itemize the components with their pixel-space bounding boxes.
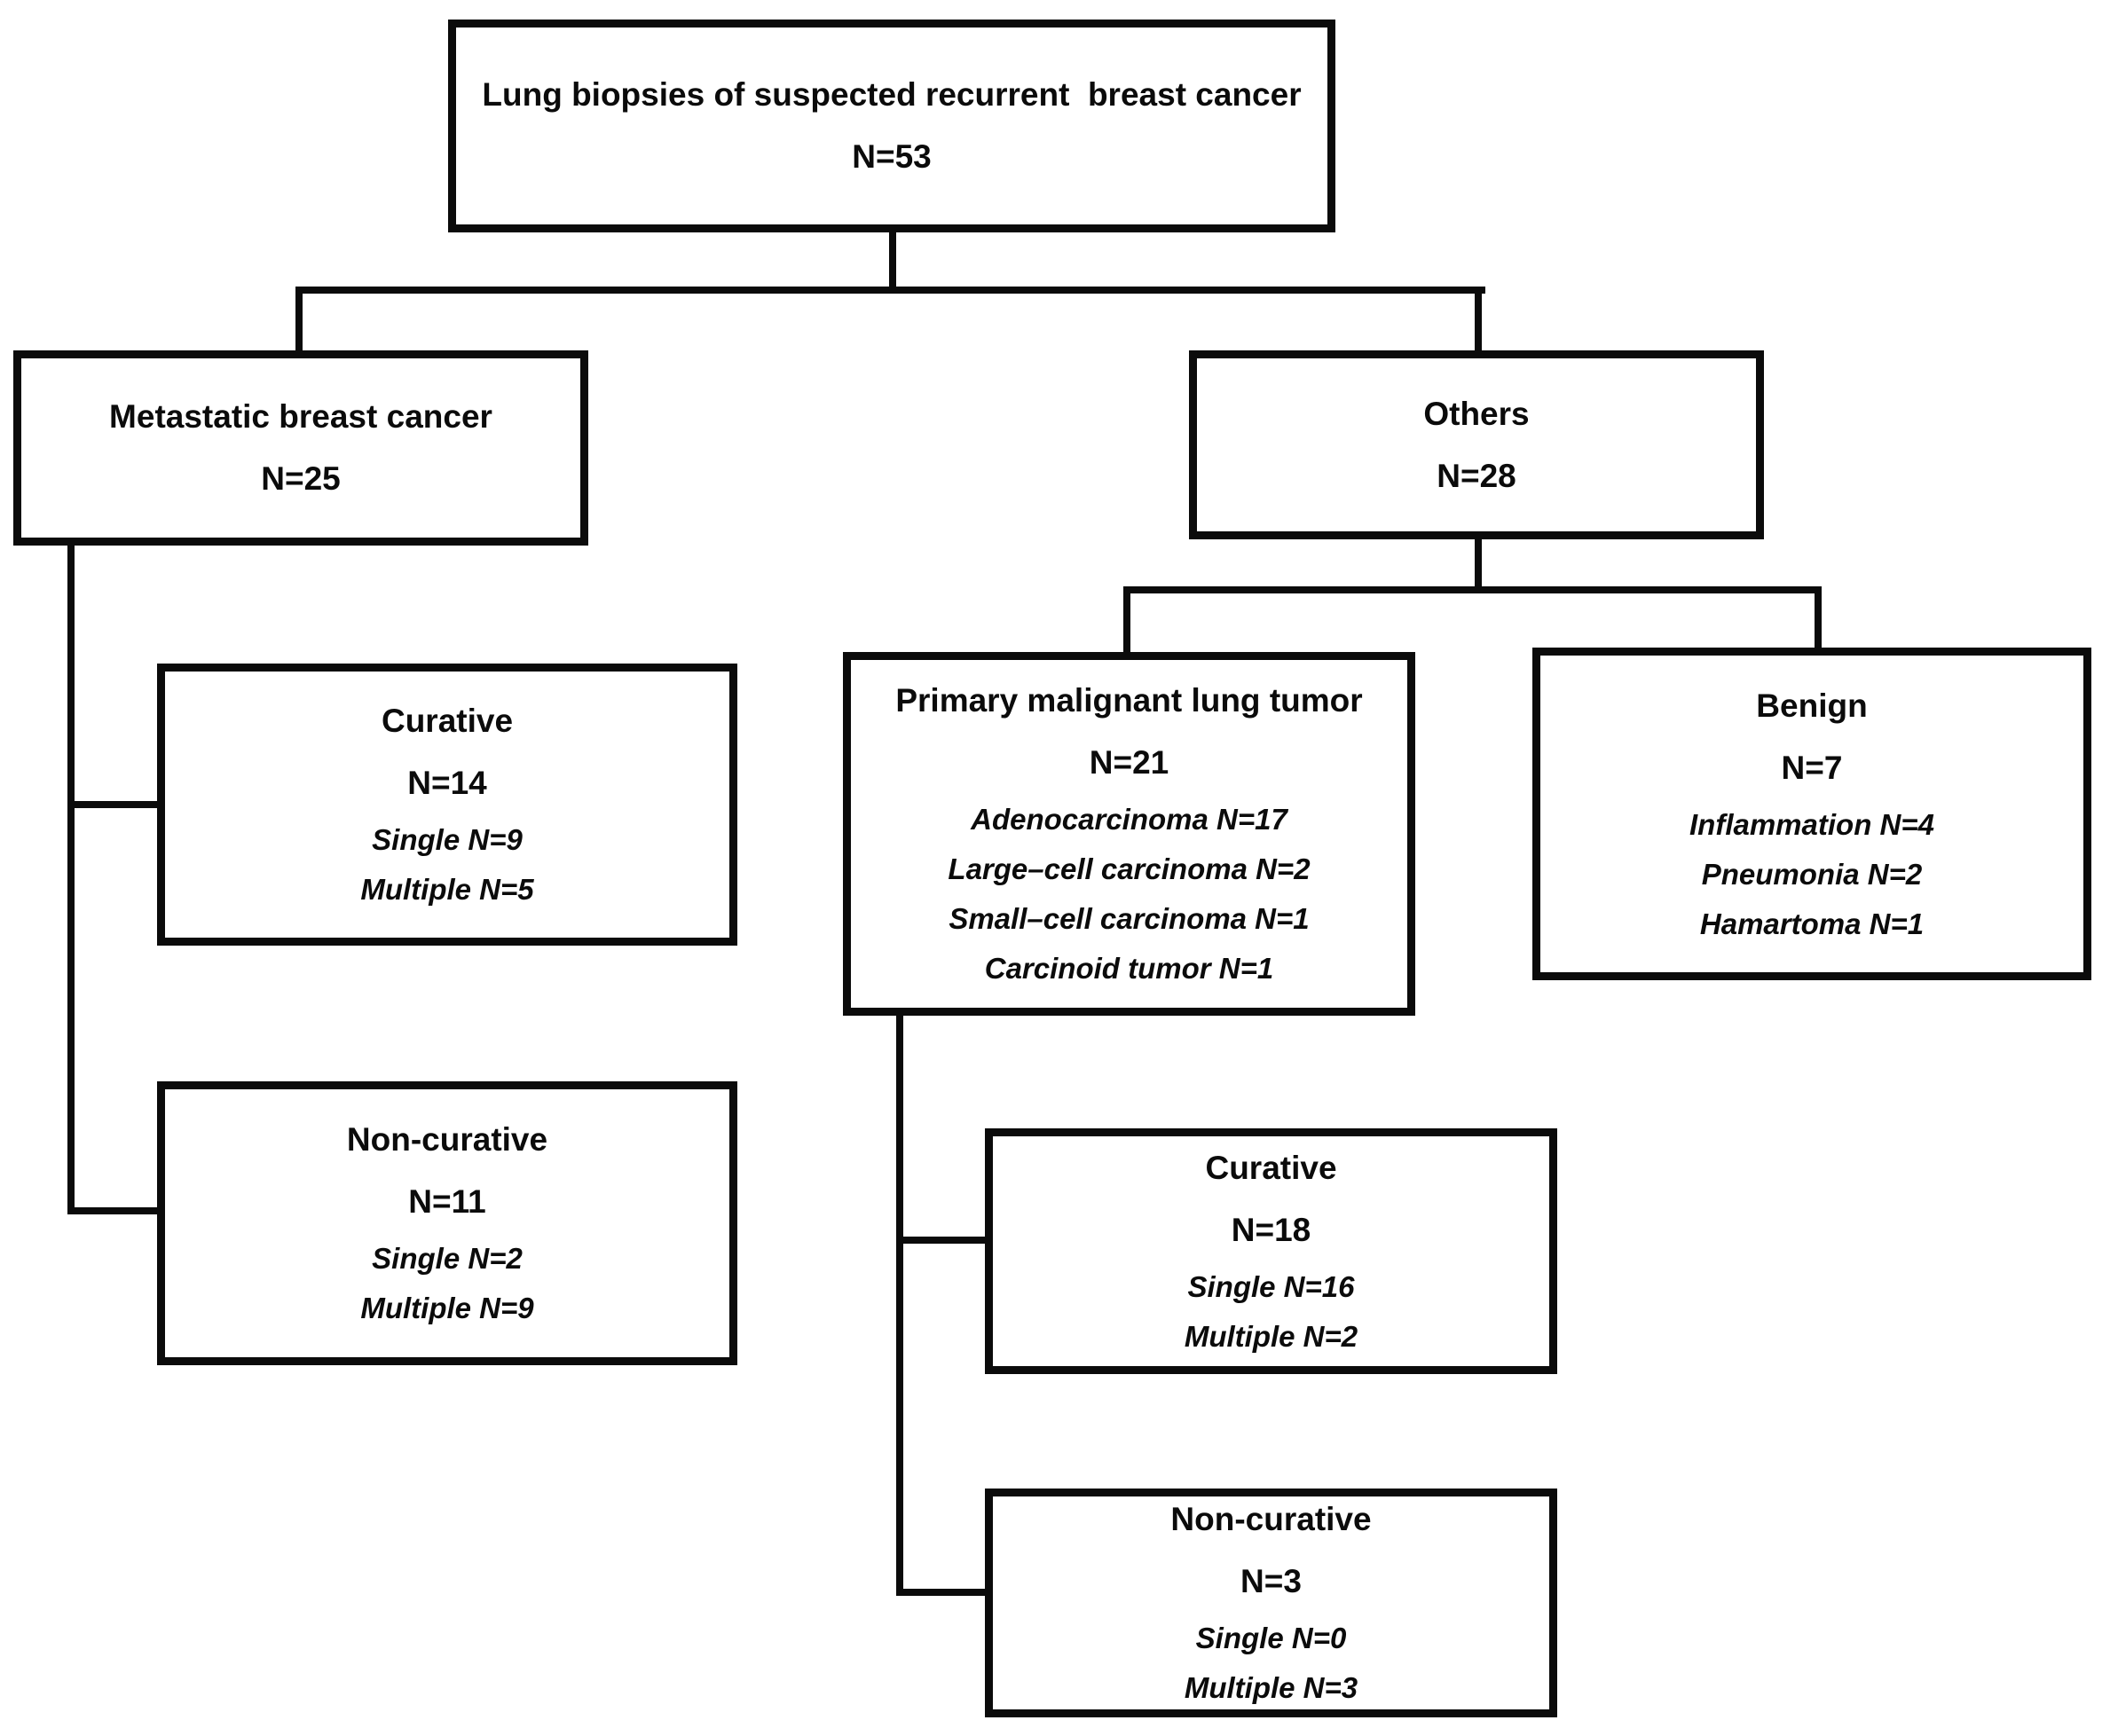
connector-metastatic-spine xyxy=(67,544,75,1214)
node-curative-primary-count: N=18 xyxy=(1231,1211,1311,1248)
node-noncurative-primary-title: Non-curative xyxy=(1170,1501,1372,1537)
node-benign-count: N=7 xyxy=(1781,749,1843,786)
node-others-title: Others xyxy=(1423,395,1530,432)
node-noncurative-metastatic: Non-curative N=11 Single N=2 Multiple N=… xyxy=(157,1081,737,1365)
node-primary-malignant-count: N=21 xyxy=(1089,744,1169,781)
connector-primary-spine xyxy=(896,1014,903,1596)
node-noncurative-metastatic-details: Single N=2 Multiple N=9 xyxy=(360,1236,533,1331)
detail-line: Multiple N=2 xyxy=(1184,1319,1358,1353)
connector-others-drop xyxy=(1475,287,1482,354)
node-metastatic-title: Metastatic breast cancer xyxy=(109,398,492,435)
node-others: Others N=28 xyxy=(1189,350,1764,539)
detail-line: Adenocarcinoma N=17 xyxy=(971,803,1287,836)
connector-level1-horizontal xyxy=(295,287,1485,294)
detail-line: Pneumonia N=2 xyxy=(1701,857,1923,891)
node-curative-primary-title: Curative xyxy=(1205,1149,1337,1186)
detail-line: Large–cell carcinoma N=2 xyxy=(948,852,1311,885)
node-noncurative-primary-details: Single N=0 Multiple N=3 xyxy=(1185,1615,1358,1711)
detail-line: Multiple N=5 xyxy=(360,873,534,906)
detail-line: Multiple N=9 xyxy=(360,1292,534,1324)
node-curative-metastatic-count: N=14 xyxy=(407,765,487,801)
node-noncurative-metastatic-title: Non-curative xyxy=(346,1121,548,1158)
detail-line: Single N=9 xyxy=(372,823,523,856)
connector-noncurative-primary-stub xyxy=(896,1589,987,1596)
connector-others-stem xyxy=(1475,538,1482,592)
node-curative-metastatic: Curative N=14 Single N=9 Multiple N=5 xyxy=(157,664,737,946)
node-root-count: N=53 xyxy=(852,138,932,175)
connector-root-stem xyxy=(889,231,896,294)
detail-line: Multiple N=3 xyxy=(1184,1671,1358,1704)
connector-primary-drop xyxy=(1123,586,1130,654)
node-curative-primary: Curative N=18 Single N=16 Multiple N=2 xyxy=(985,1128,1557,1374)
node-curative-metastatic-details: Single N=9 Multiple N=5 xyxy=(360,817,533,913)
connector-curative-primary-stub xyxy=(896,1237,987,1244)
node-metastatic: Metastatic breast cancer N=25 xyxy=(13,350,588,546)
node-noncurative-primary-count: N=3 xyxy=(1240,1563,1302,1599)
node-metastatic-count: N=25 xyxy=(261,460,341,497)
connector-level2-horizontal xyxy=(1123,586,1822,593)
connector-metastatic-drop xyxy=(295,287,303,354)
node-benign-details: Inflammation N=4 Pneumonia N=2 Hamartoma… xyxy=(1689,802,1934,947)
detail-line: Small–cell carcinoma N=1 xyxy=(949,902,1310,935)
node-primary-malignant-details: Adenocarcinoma N=17 Large–cell carcinoma… xyxy=(948,797,1310,992)
connector-benign-drop xyxy=(1815,586,1822,649)
detail-line: Single N=2 xyxy=(372,1242,523,1275)
detail-line: Single N=16 xyxy=(1187,1269,1355,1303)
detail-line: Carcinoid tumor N=1 xyxy=(984,952,1274,985)
connector-noncurative-metastatic-stub xyxy=(67,1207,157,1214)
node-benign: Benign N=7 Inflammation N=4 Pneumonia N=… xyxy=(1532,648,2091,980)
node-primary-malignant-title: Primary malignant lung tumor xyxy=(895,682,1363,719)
detail-line: Hamartoma N=1 xyxy=(1699,907,1925,940)
node-root-title: Lung biopsies of suspected recurrent bre… xyxy=(482,76,1302,113)
node-benign-title: Benign xyxy=(1756,687,1868,724)
detail-line: Inflammation N=4 xyxy=(1689,807,1934,841)
connector-curative-metastatic-stub xyxy=(67,801,157,808)
node-noncurative-metastatic-count: N=11 xyxy=(408,1183,486,1220)
detail-line: Single N=0 xyxy=(1195,1622,1347,1654)
node-others-count: N=28 xyxy=(1437,457,1516,494)
node-noncurative-primary: Non-curative N=3 Single N=0 Multiple N=3 xyxy=(985,1489,1557,1717)
node-primary-malignant: Primary malignant lung tumor N=21 Adenoc… xyxy=(843,652,1415,1016)
node-curative-primary-details: Single N=16 Multiple N=2 xyxy=(1185,1264,1358,1360)
node-curative-metastatic-title: Curative xyxy=(381,703,514,739)
node-root: Lung biopsies of suspected recurrent bre… xyxy=(448,20,1335,232)
